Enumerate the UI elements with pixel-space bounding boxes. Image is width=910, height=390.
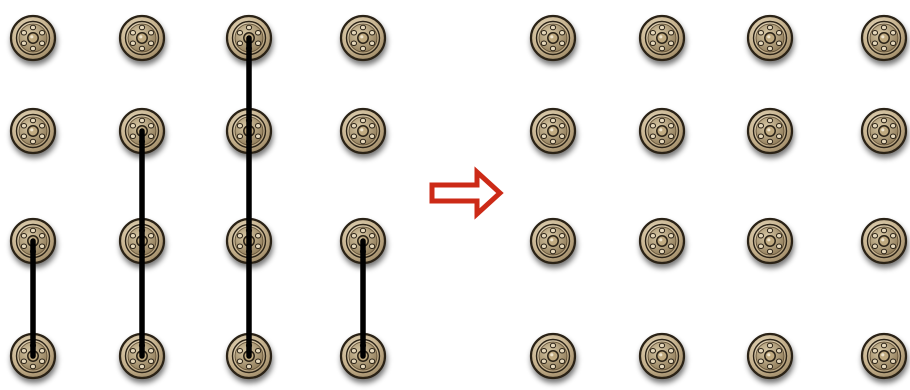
after-peg-r4-c2[interactable] (638, 332, 686, 380)
after-peg-r2-c3[interactable] (746, 107, 794, 155)
after-peg-r3-c1[interactable] (529, 217, 577, 265)
after-board (529, 14, 908, 380)
after-peg-r1-c2[interactable] (638, 14, 686, 62)
after-peg-r1-c4[interactable] (860, 14, 908, 62)
before-peg-r1-c4[interactable] (339, 14, 387, 62)
before-peg-r2-c1[interactable] (9, 107, 57, 155)
after-peg-r3-c4[interactable] (860, 217, 908, 265)
before-peg-r2-c4[interactable] (339, 107, 387, 155)
after-peg-r1-c3[interactable] (746, 14, 794, 62)
after-peg-r1-c1[interactable] (529, 14, 577, 62)
before-peg-r1-c1[interactable] (9, 14, 57, 62)
after-peg-r3-c3[interactable] (746, 217, 794, 265)
after-peg-r2-c4[interactable] (860, 107, 908, 155)
after-peg-r2-c1[interactable] (529, 107, 577, 155)
before-peg-r1-c2[interactable] (118, 14, 166, 62)
transition-arrow (429, 166, 504, 220)
after-peg-r3-c2[interactable] (638, 217, 686, 265)
hollow-right-arrow-icon (429, 166, 504, 220)
after-peg-r2-c2[interactable] (638, 107, 686, 155)
after-peg-r4-c3[interactable] (746, 332, 794, 380)
after-peg-r4-c4[interactable] (860, 332, 908, 380)
after-peg-r4-c1[interactable] (529, 332, 577, 380)
before-board (9, 14, 387, 380)
